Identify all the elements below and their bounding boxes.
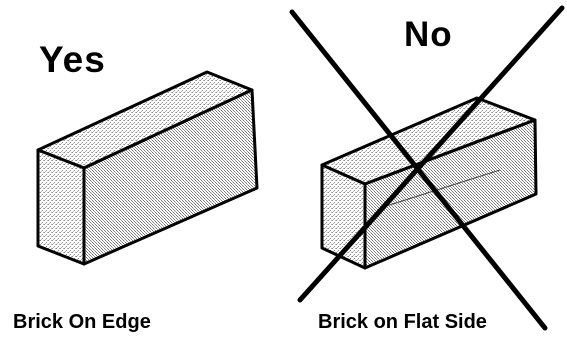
brick-on-edge-caption: Brick On Edge (13, 312, 151, 332)
brick-on-edge-front-face (38, 150, 84, 264)
brick-on-flat-side-caption: Brick on Flat Side (318, 312, 487, 332)
yes-heading: Yes (39, 41, 106, 78)
no-heading: No (404, 17, 453, 52)
brick-on-edge (38, 72, 257, 264)
